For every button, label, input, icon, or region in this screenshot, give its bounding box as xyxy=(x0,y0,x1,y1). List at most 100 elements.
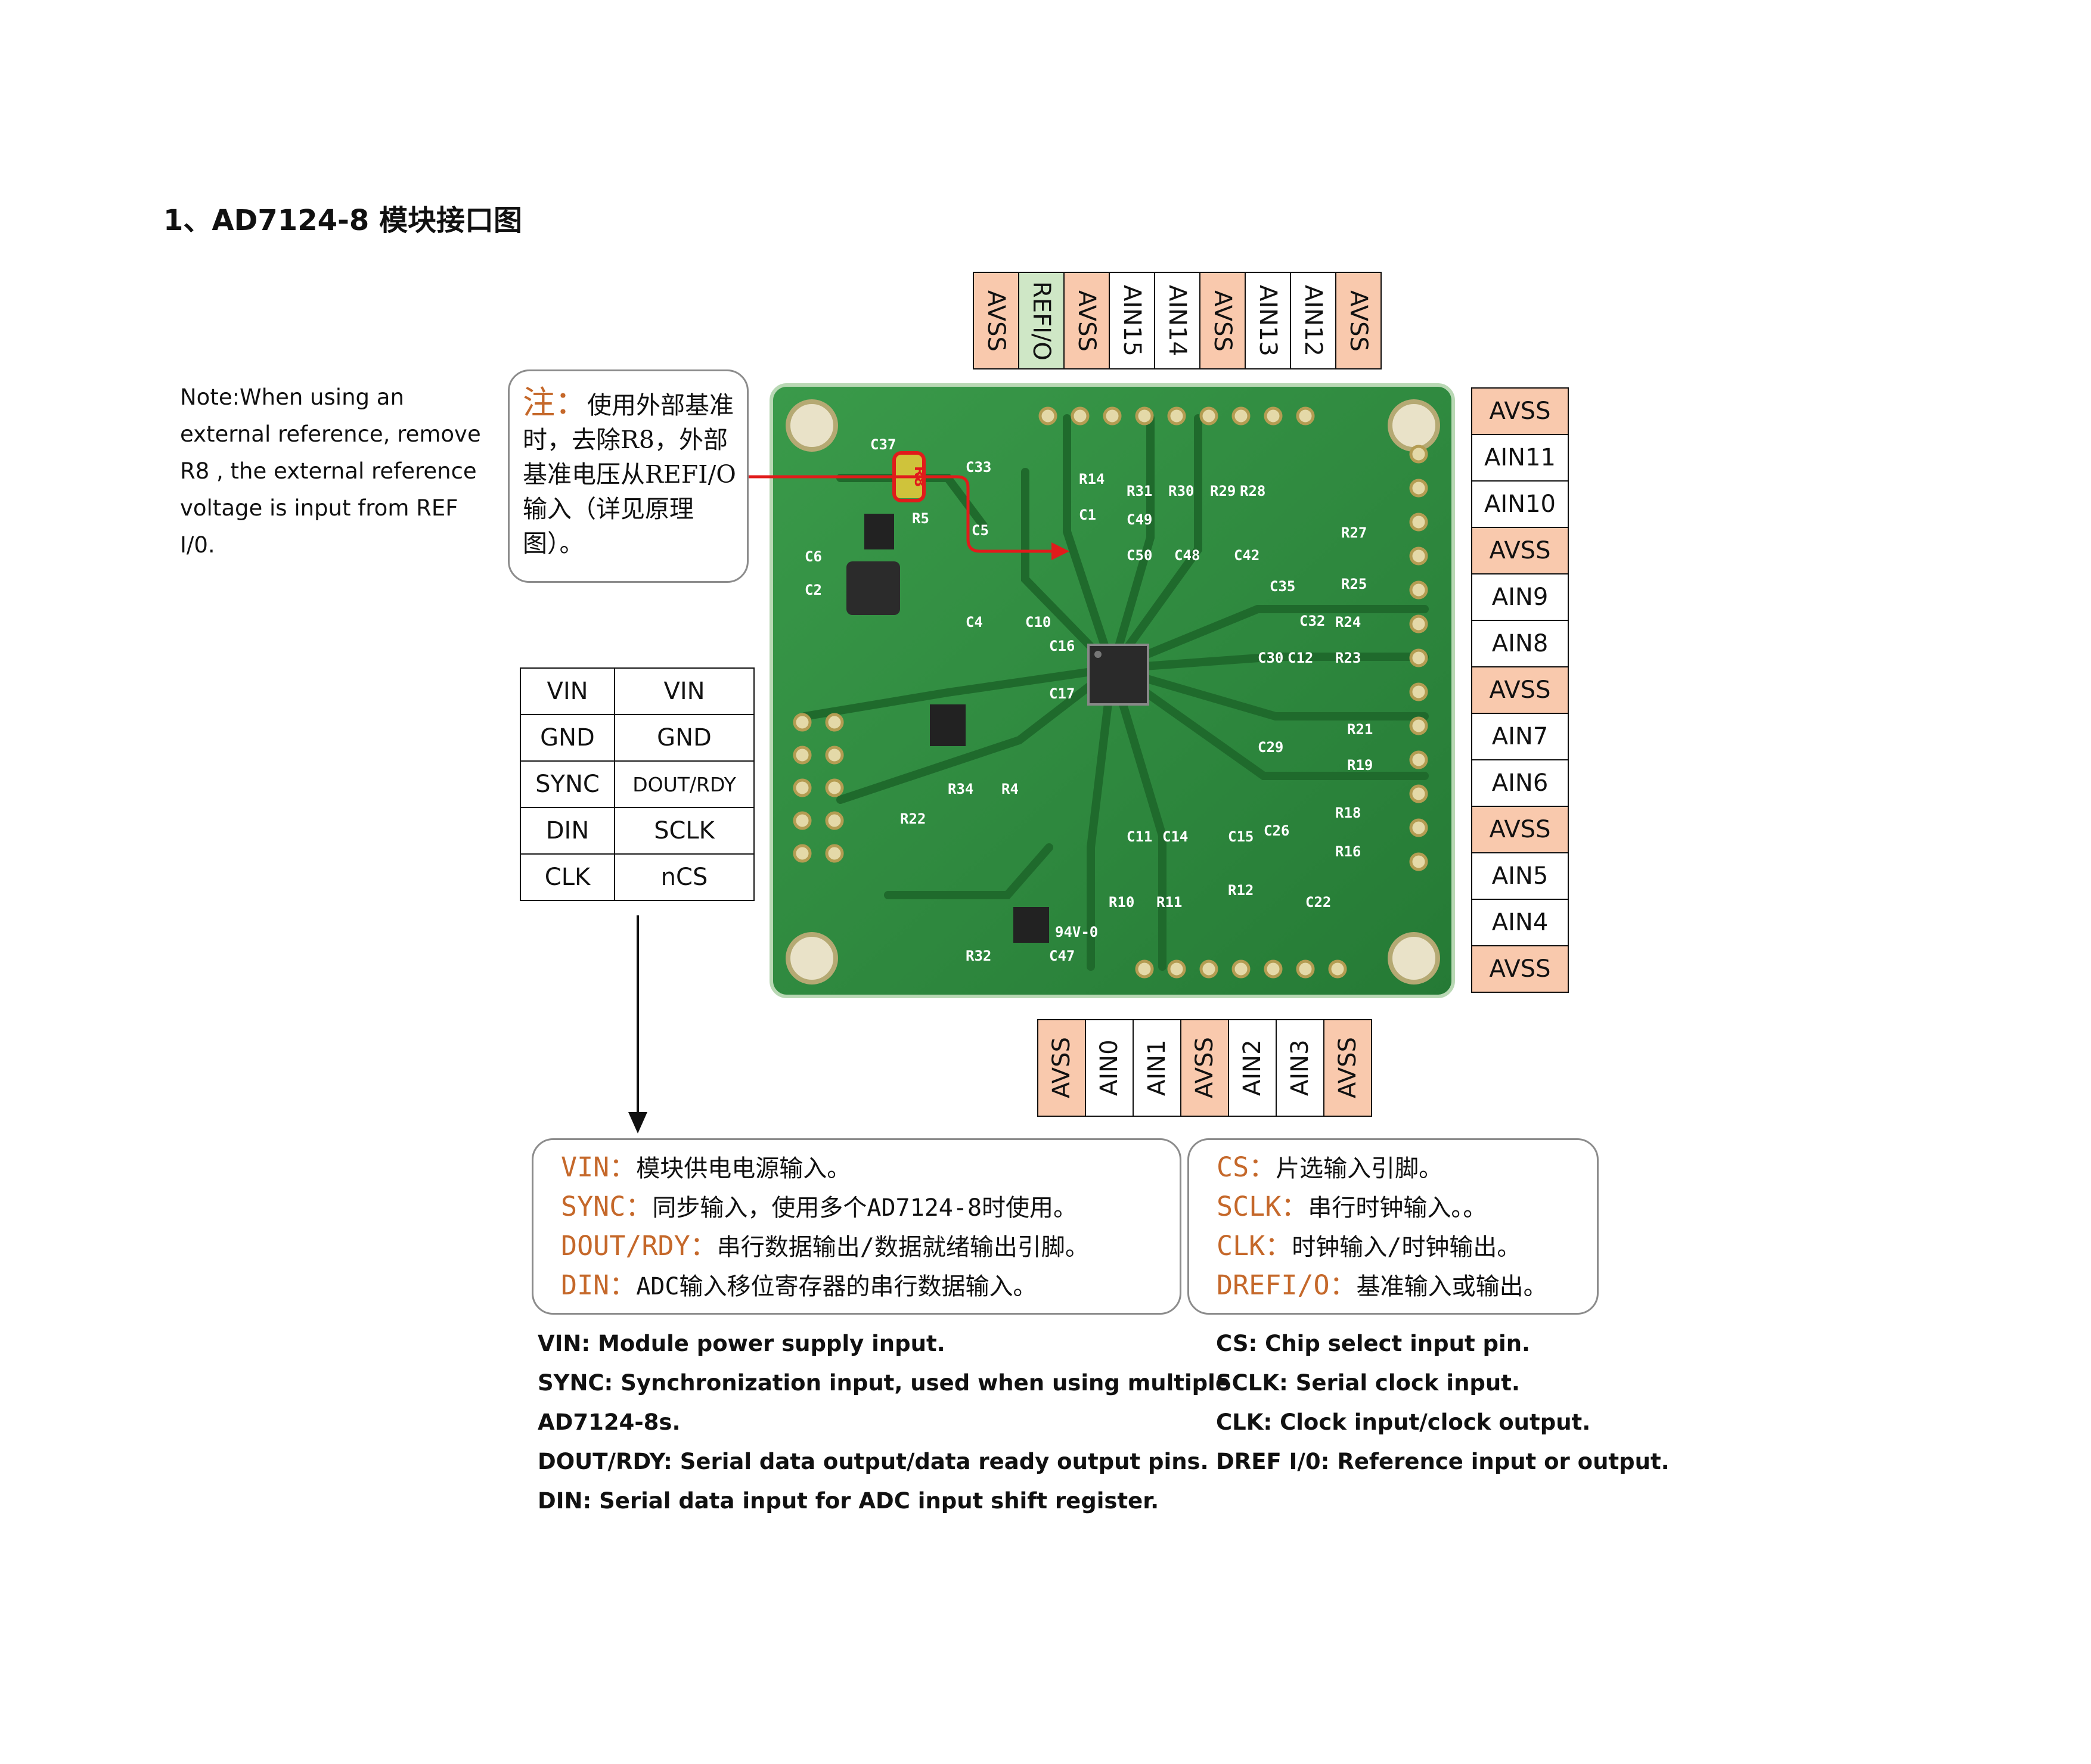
top-pin-5: AVSS xyxy=(1199,272,1246,369)
english-description-right: CS: Chip select input pin.SCLK: Serial c… xyxy=(1216,1324,1670,1482)
english-line: DIN: Serial data input for ADC input shi… xyxy=(538,1488,1159,1514)
right-pin-9: AVSS xyxy=(1471,806,1569,853)
bottom-pin-3: AVSS xyxy=(1180,1019,1229,1117)
info-key: CLK： xyxy=(1217,1230,1292,1262)
info-line: DOUT/RDY：串行数据输出/数据就绪输出引脚。 xyxy=(561,1227,1180,1266)
info-line: DREFI/O：基准输入或输出。 xyxy=(1217,1266,1597,1306)
header-pin-0-0: VIN xyxy=(520,667,615,715)
right-pin-4: AIN9 xyxy=(1471,573,1569,621)
silk-label: C15 xyxy=(1228,828,1254,845)
note-text: 使用外部基准时，去除R8，外部基准电压从REFI/O输入（详见原理图）。 xyxy=(523,391,736,558)
info-text: 基准输入或输出。 xyxy=(1356,1273,1547,1300)
silk-label: R11 xyxy=(1156,894,1182,911)
top-pin-0: AVSS xyxy=(973,272,1019,369)
top-pin-7: AIN12 xyxy=(1290,272,1336,369)
silk-label: R24 xyxy=(1335,614,1361,631)
english-line: SYNC: Synchronization input, used when u… xyxy=(538,1370,1230,1396)
regulator-chip xyxy=(864,514,894,549)
silk-label: R32 xyxy=(966,948,991,964)
reference-chip xyxy=(930,704,966,746)
right-pin-8: AIN6 xyxy=(1471,759,1569,807)
right-pin-10: AIN5 xyxy=(1471,852,1569,900)
english-line: CS: Chip select input pin. xyxy=(1216,1331,1531,1356)
silk-label: R5 xyxy=(912,510,929,527)
right-pin-1: AIN11 xyxy=(1471,434,1569,482)
info-line: VIN：模块供电电源输入。 xyxy=(561,1148,1180,1188)
top-pin-1: REFI/O xyxy=(1018,272,1065,369)
info-text: 串行时钟输入。。 xyxy=(1308,1194,1487,1222)
mounting-holes xyxy=(786,399,1440,985)
info-text: 片选输入引脚。 xyxy=(1276,1155,1443,1182)
silk-label: C42 xyxy=(1234,547,1259,564)
bottom-pin-0: AVSS xyxy=(1037,1019,1086,1117)
silk-label: C30 xyxy=(1258,650,1283,666)
info-line: CS：片选输入引脚。 xyxy=(1217,1148,1597,1188)
header-pin-2-1: DOUT/RDY xyxy=(614,760,755,808)
top-pin-6: AIN13 xyxy=(1245,272,1291,369)
bottom-pin-5: AIN3 xyxy=(1276,1019,1324,1117)
info-box-left: VIN：模块供电电源输入。SYNC：同步输入，使用多个AD7124-8时使用。D… xyxy=(532,1138,1181,1315)
silk-label: C32 xyxy=(1299,613,1325,629)
silk-label: R29 xyxy=(1210,483,1236,499)
silk-label: R21 xyxy=(1347,721,1373,738)
ad7124-chip xyxy=(1087,644,1149,706)
page-title: 1、AD7124-8 模块接口图 xyxy=(163,204,523,237)
right-pin-7: AIN7 xyxy=(1471,713,1569,760)
top-pin-2: AVSS xyxy=(1063,272,1110,369)
bottom-pin-6: AVSS xyxy=(1323,1019,1372,1117)
copper-traces xyxy=(801,414,1429,971)
info-text: 时钟输入/时钟输出。 xyxy=(1292,1234,1521,1261)
silk-label: R19 xyxy=(1347,757,1373,774)
right-pin-6: AVSS xyxy=(1471,666,1569,714)
bottom-pin-2: AIN1 xyxy=(1133,1019,1181,1117)
silk-label: C5 xyxy=(972,522,989,539)
silk-label: C11 xyxy=(1127,828,1152,845)
silk-label: R18 xyxy=(1335,805,1361,821)
silk-label: R23 xyxy=(1335,650,1361,666)
silk-label: C17 xyxy=(1049,685,1075,702)
silk-label: C37 xyxy=(870,436,896,453)
silk-label: C26 xyxy=(1264,822,1289,839)
info-line: SYNC：同步输入，使用多个AD7124-8时使用。 xyxy=(561,1188,1180,1227)
header-pin-1-0: GND xyxy=(520,714,615,762)
silk-label: C29 xyxy=(1258,739,1283,756)
header-pin-3-1: SCLK xyxy=(614,807,755,855)
info-text: 模块供电电源输入。 xyxy=(636,1155,851,1182)
right-pin-12: AVSS xyxy=(1471,945,1569,993)
silk-label: C16 xyxy=(1049,638,1075,654)
right-pin-5: AIN8 xyxy=(1471,620,1569,667)
info-key: SCLK： xyxy=(1217,1191,1308,1222)
silk-label: R4 xyxy=(1001,781,1019,797)
silk-label: C50 xyxy=(1127,547,1152,564)
info-line: DIN：ADC输入移位寄存器的串行数据输入。 xyxy=(561,1266,1180,1306)
silk-label: C6 xyxy=(805,548,822,565)
bottom-pin-1: AIN0 xyxy=(1085,1019,1134,1117)
sot-chip xyxy=(1013,907,1049,943)
silk-label: R34 xyxy=(948,781,973,797)
silk-label: C49 xyxy=(1127,511,1152,528)
english-line: VIN: Module power supply input. xyxy=(538,1331,945,1356)
english-line: DREF I/0: Reference input or output. xyxy=(1216,1449,1670,1474)
silk-label: C14 xyxy=(1162,828,1188,845)
header-pin-0-1: VIN xyxy=(614,667,755,715)
silk-label: C4 xyxy=(966,614,983,631)
header-pin-3-0: DIN xyxy=(520,807,615,855)
note-chinese-callout: 注：使用外部基准时，去除R8，外部基准电压从REFI/O输入（详见原理图）。 xyxy=(508,369,749,583)
silk-label: R25 xyxy=(1341,576,1367,592)
silk-label: R31 xyxy=(1127,483,1152,499)
top-pin-3: AIN15 xyxy=(1109,272,1155,369)
info-key: DREFI/O： xyxy=(1217,1269,1357,1301)
info-box-right: CS：片选输入引脚。SCLK：串行时钟输入。。 CLK：时钟输入/时钟输出。 DRE… xyxy=(1187,1138,1599,1315)
right-pin-2: AIN10 xyxy=(1471,480,1569,528)
silk-label: C12 xyxy=(1288,650,1313,666)
silk-label: R27 xyxy=(1341,524,1367,541)
right-pin-11: AIN4 xyxy=(1471,899,1569,946)
top-pin-4: AIN14 xyxy=(1154,272,1200,369)
header-pads xyxy=(793,406,1428,979)
silk-label: C47 xyxy=(1049,948,1075,964)
header-pin-4-0: CLK xyxy=(520,853,615,901)
english-line: CLK: Clock input/clock output. xyxy=(1216,1409,1591,1435)
silk-label: R14 xyxy=(1079,471,1105,487)
info-text: 串行数据输出/数据就绪输出引脚。 xyxy=(716,1234,1089,1261)
down-arrow xyxy=(628,915,647,1133)
